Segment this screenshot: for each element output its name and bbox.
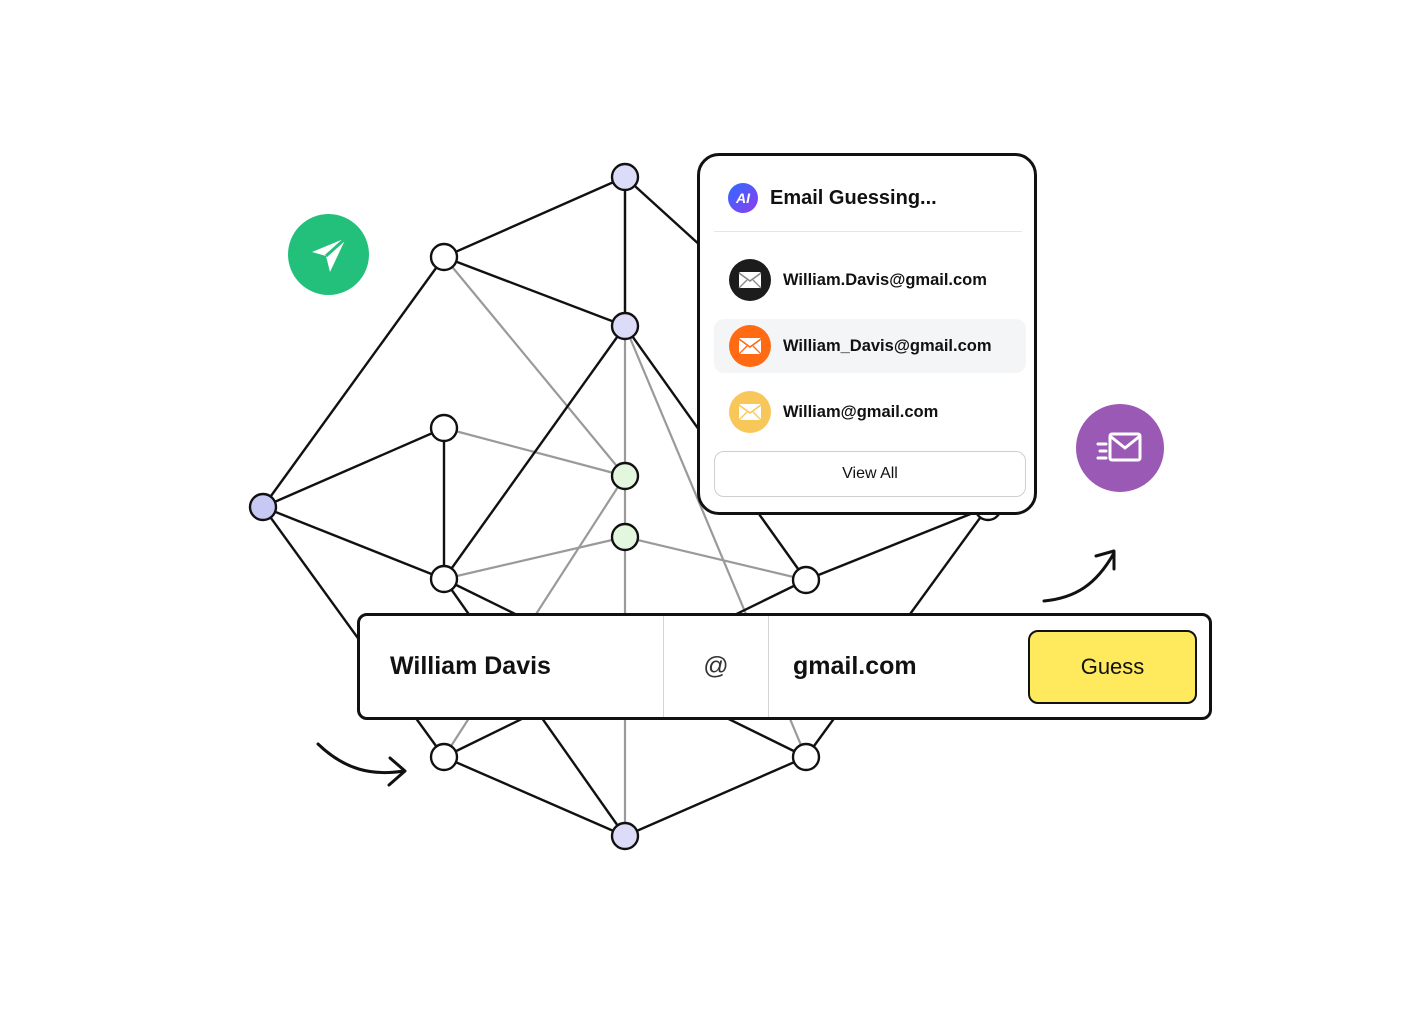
- envelope-icon: [729, 325, 771, 367]
- graph-edge-secondary: [624, 535, 807, 582]
- ai-logo-icon: AI: [728, 183, 758, 213]
- email-suggestion-row[interactable]: William.Davis@gmail.com: [714, 253, 1026, 307]
- paper-plane-icon: [311, 236, 347, 272]
- graph-node: [791, 742, 821, 772]
- graph-edge: [443, 755, 626, 838]
- graph-node: [610, 461, 640, 491]
- envelope-icon: [729, 391, 771, 433]
- email-address: William.Davis@gmail.com: [783, 270, 987, 289]
- graph-edge: [443, 175, 626, 259]
- domain-value: gmail.com: [793, 652, 917, 680]
- graph-edge-secondary: [443, 256, 626, 477]
- panel-divider: [714, 231, 1022, 232]
- at-separator: @: [663, 616, 769, 717]
- graph-edge: [443, 255, 626, 328]
- fast-mail-icon: [1096, 432, 1142, 462]
- graph-edge: [805, 505, 989, 582]
- graph-node: [429, 413, 459, 443]
- at-symbol: @: [703, 652, 729, 680]
- name-field[interactable]: William Davis: [360, 616, 663, 717]
- panel-title: Email Guessing...: [770, 186, 937, 209]
- graph-node: [610, 162, 640, 192]
- graph-node: [610, 522, 640, 552]
- view-all-button[interactable]: View All: [714, 451, 1026, 497]
- graph-node: [429, 564, 459, 594]
- graph-node: [791, 565, 821, 595]
- email-address: William@gmail.com: [783, 402, 939, 421]
- mail-badge: [1076, 404, 1164, 492]
- graph-edge: [262, 426, 445, 509]
- graph-node: [610, 821, 640, 851]
- domain-field[interactable]: gmail.com: [769, 616, 1019, 717]
- graph-edge: [262, 256, 445, 508]
- panel-header: AI Email Guessing...: [728, 180, 1020, 216]
- email-guessing-panel: AI Email Guessing... William.Davis@gmail…: [697, 153, 1037, 515]
- graph-edge-secondary: [443, 535, 626, 581]
- guess-button[interactable]: Guess: [1028, 630, 1197, 704]
- graph-node: [429, 742, 459, 772]
- envelope-icon: [729, 259, 771, 301]
- graph-edge: [443, 325, 626, 580]
- graph-edge: [624, 755, 807, 838]
- send-badge: [288, 214, 369, 295]
- name-value: William Davis: [390, 652, 551, 680]
- graph-node: [248, 492, 278, 522]
- email-suggestion-row[interactable]: William_Davis@gmail.com: [714, 319, 1026, 373]
- email-suggestion-row[interactable]: William@gmail.com: [714, 385, 1026, 439]
- graph-node: [429, 242, 459, 272]
- graph-node: [610, 311, 640, 341]
- graph-edge: [262, 505, 445, 581]
- email-guess-form: William Davis @ gmail.com Guess: [357, 613, 1212, 720]
- email-address: William_Davis@gmail.com: [783, 336, 992, 355]
